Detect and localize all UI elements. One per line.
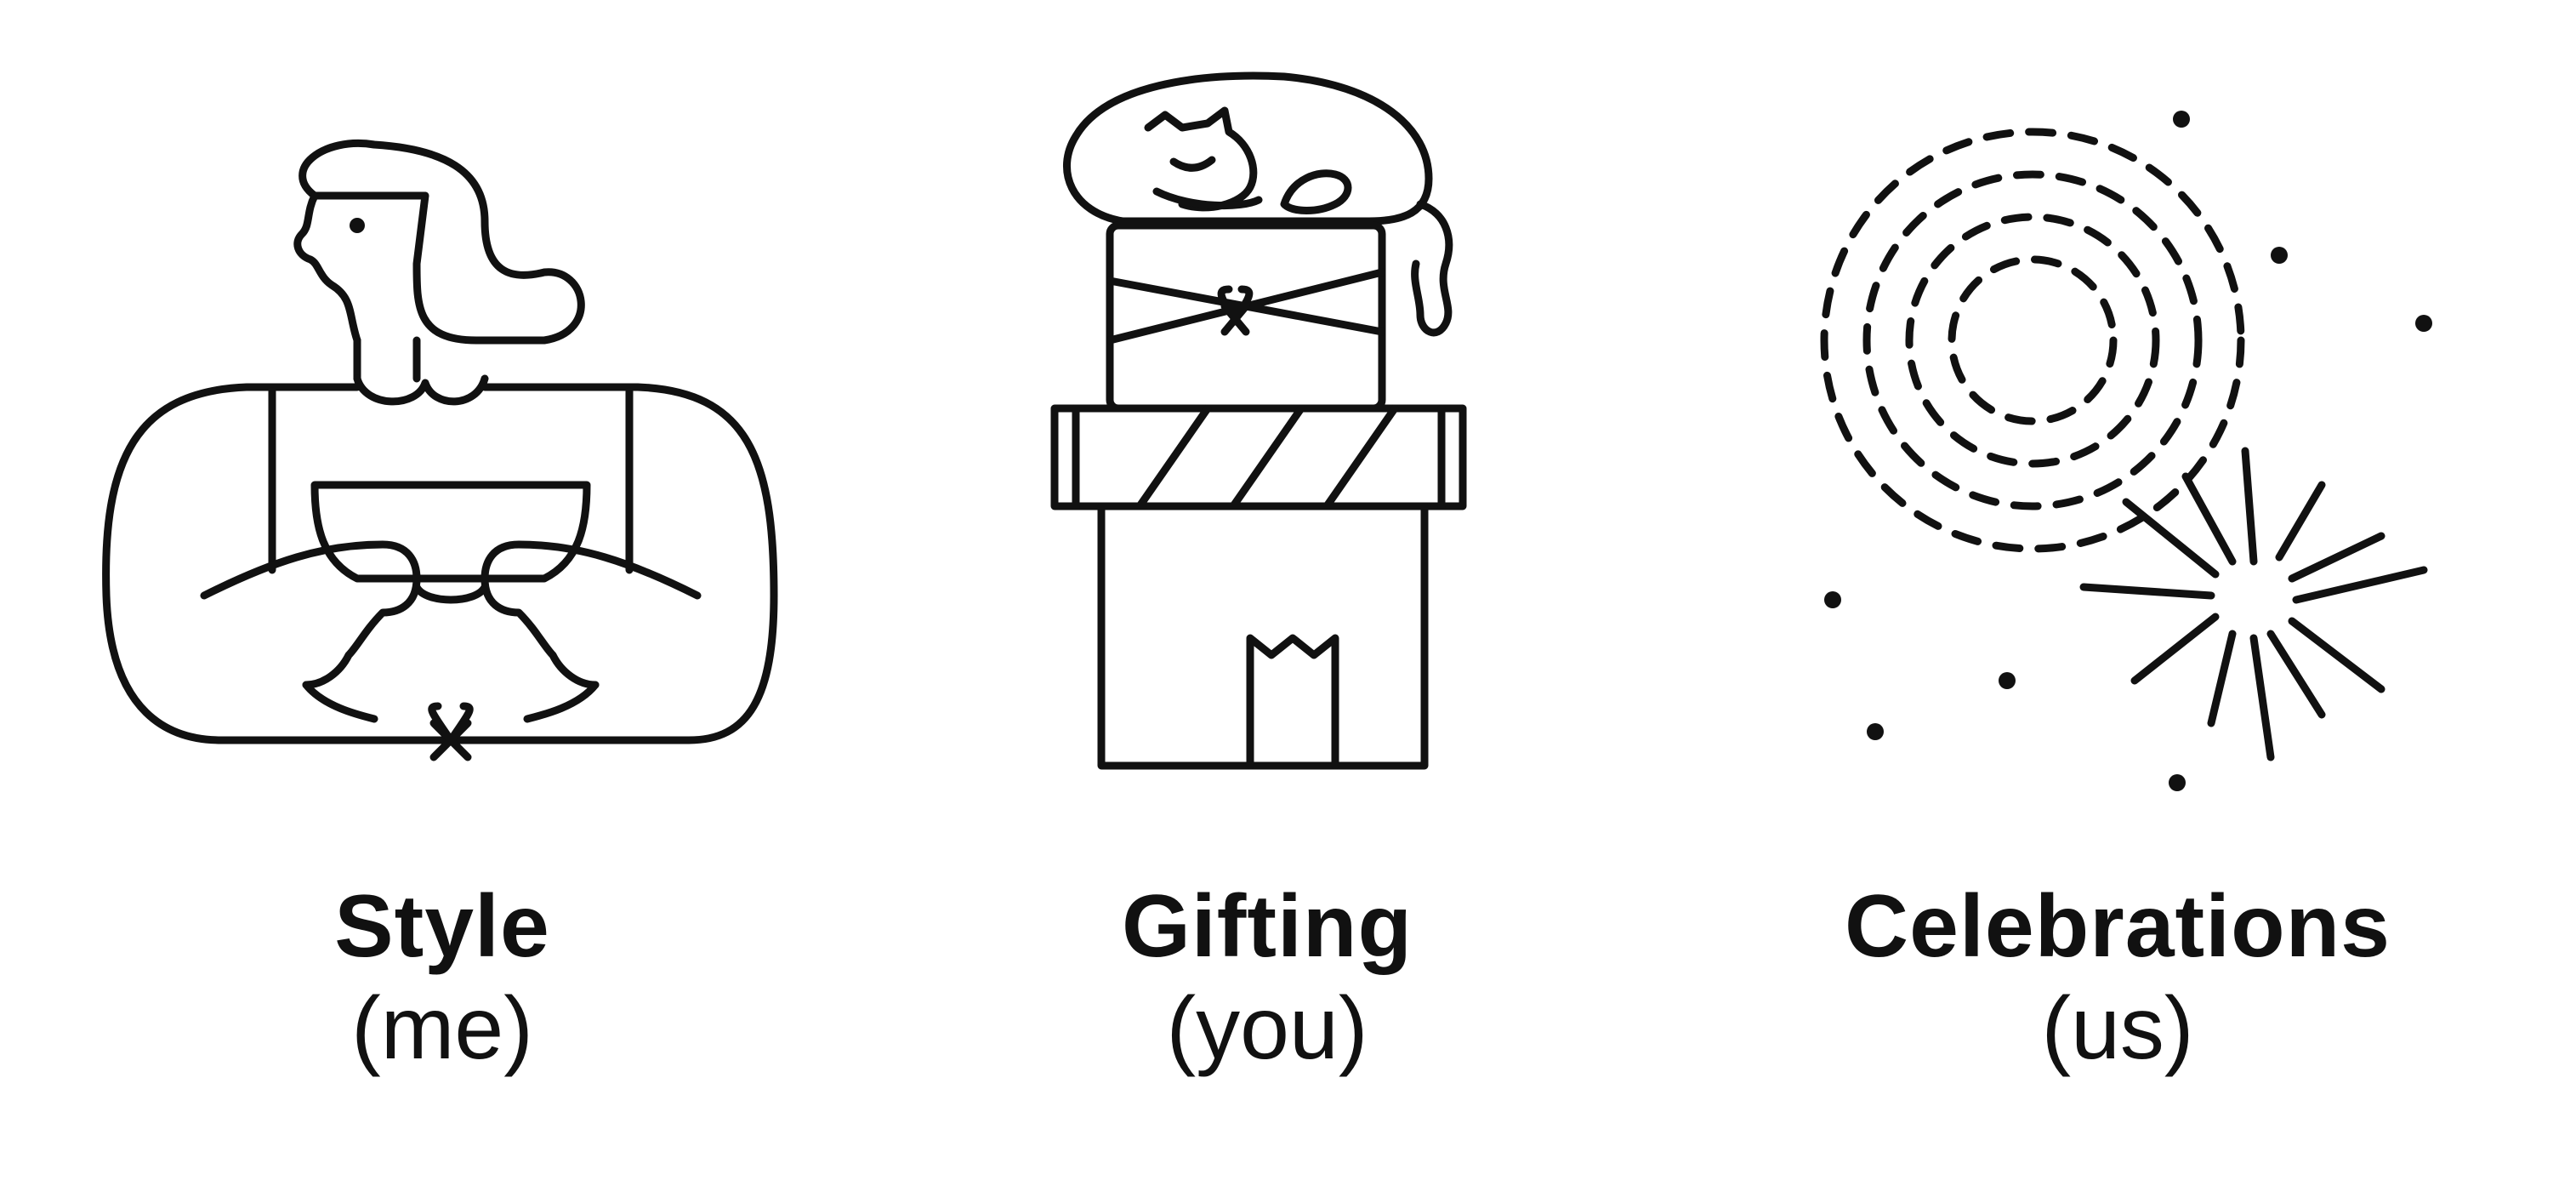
stacked-gift-boxes-with-cat-icon [927,51,1607,817]
woman-holding-gift-icon [102,51,782,817]
celebrations-subtitle: (us) [2041,979,2194,1078]
card-celebrations[interactable]: Celebrations (us) [1777,0,2458,1186]
gifting-title: Gifting [1121,877,1413,976]
fireworks-icon [1777,51,2458,817]
card-style[interactable]: Style (me) [102,0,782,1186]
gifting-subtitle: (you) [1166,979,1368,1078]
celebrations-title: Celebrations [1845,877,2391,976]
style-title: Style [334,877,550,976]
card-gifting[interactable]: Gifting (you) [927,0,1607,1186]
style-subtitle: (me) [351,979,533,1078]
